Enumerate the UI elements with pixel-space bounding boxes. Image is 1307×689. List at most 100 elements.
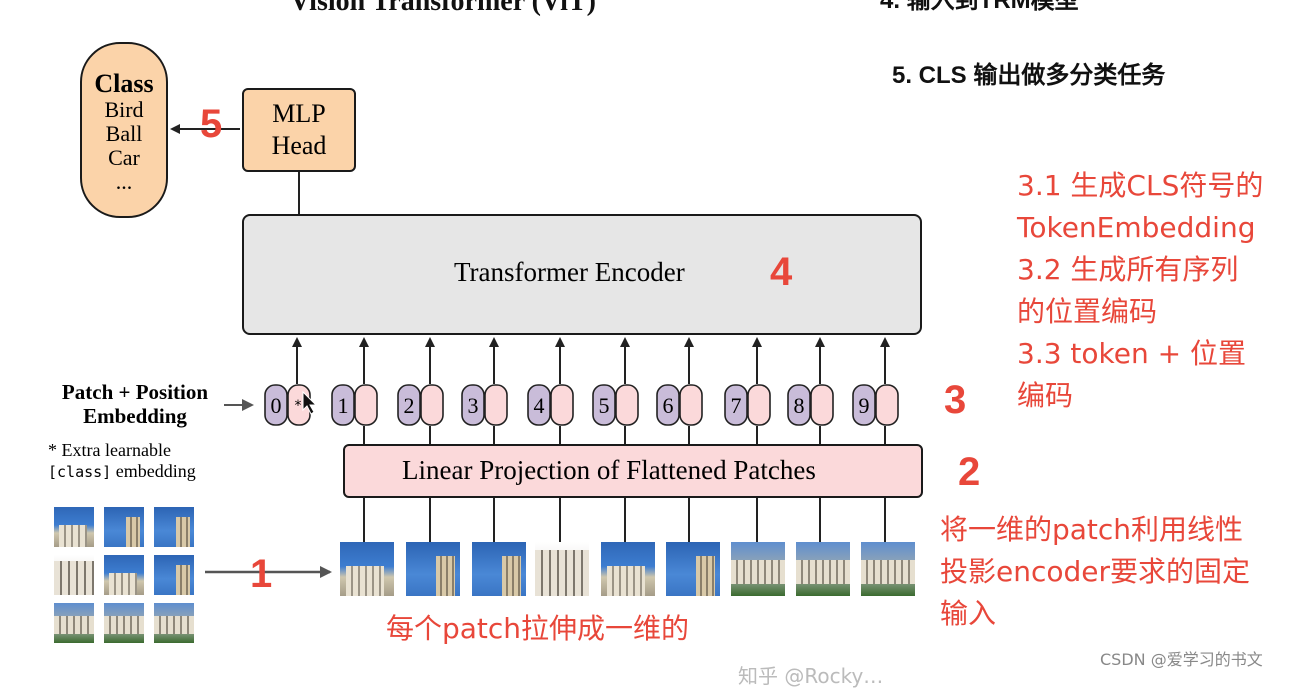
position-embedding-token <box>461 384 485 426</box>
token-index-label: 3 <box>468 393 479 418</box>
patch-thumb <box>54 603 94 643</box>
patch-thumb <box>104 603 144 643</box>
patch-embedding-token <box>550 384 574 426</box>
position-embedding-token <box>331 384 355 426</box>
patch-embedding-token <box>747 384 771 426</box>
step4-note: 4. 输入到TRM模型 <box>880 0 1079 14</box>
red-note-line: 3.3 token + 位置 <box>1017 337 1246 370</box>
patch-flat <box>535 542 589 596</box>
transformer-encoder-label: Transformer Encoder <box>454 257 685 287</box>
red-note-line: 投影encoder要求的固定 <box>940 555 1251 588</box>
red-note-line: 编码 <box>1017 379 1074 412</box>
patch-thumb <box>54 555 94 595</box>
step-4-number: 4 <box>770 250 793 294</box>
class-item: Bird <box>104 97 144 122</box>
position-embedding-token <box>527 384 551 426</box>
token-pair: 8 <box>787 384 834 426</box>
class-output-box: Class Bird Ball Car ... <box>80 42 168 218</box>
patch-flat <box>472 542 526 596</box>
patch-embedding-token <box>354 384 378 426</box>
linear-projection-box <box>343 444 923 498</box>
step-2-number: 2 <box>958 450 981 494</box>
extra-note-line2: [class] embedding <box>48 461 196 483</box>
red-note-line: 3.2 生成所有序列 <box>1017 253 1239 286</box>
patch-embedding-token <box>484 384 508 426</box>
token-index-label: 1 <box>338 393 349 418</box>
patch-embedding-token <box>875 384 899 426</box>
class-item: ... <box>115 169 133 194</box>
position-embedding-token <box>852 384 876 426</box>
token-index-label: 9 <box>859 393 870 418</box>
patch-embedding-token <box>420 384 444 426</box>
class-item: Ball <box>105 121 143 146</box>
red-note-line: 将一维的patch利用线性 <box>940 513 1244 546</box>
patch-thumb <box>104 507 144 547</box>
position-embedding-token <box>397 384 421 426</box>
class-code: [class] <box>48 463 112 481</box>
token-pair: 3 <box>461 384 508 426</box>
step5-note: 5. CLS 输出做多分类任务 <box>892 62 1166 89</box>
token-index-label: 2 <box>404 393 415 418</box>
red-note-line: 3.1 生成CLS符号的 <box>1017 169 1264 202</box>
patch-thumb <box>54 507 94 547</box>
token-pair: 7 <box>724 384 771 426</box>
watermark: CSDN @爱学习的书文 <box>1100 650 1263 669</box>
red-note-tokens: 3.1 生成CLS符号的 TokenEmbedding 3.2 生成所有序列 的… <box>1017 165 1263 417</box>
red-note-line: 输入 <box>940 597 997 630</box>
pe-line1: Patch + Position <box>61 380 209 404</box>
red-note-flatten: 每个patch拉伸成一维的 <box>386 612 690 645</box>
patch-flat <box>601 542 655 596</box>
patch-embedding-token <box>679 384 703 426</box>
token-index-label: 7 <box>731 393 742 418</box>
position-embedding-token <box>724 384 748 426</box>
transformer-encoder-box <box>242 214 922 335</box>
patch-flat <box>666 542 720 596</box>
patch-thumb <box>154 555 194 595</box>
step-5-number: 5 <box>200 102 223 146</box>
patch-position-embedding-label: Patch + Position Embedding <box>30 380 240 428</box>
patch-flat <box>731 542 785 596</box>
position-embedding-token <box>656 384 680 426</box>
patch-thumb <box>104 555 144 595</box>
mlp-head-line1: MLP <box>272 99 326 128</box>
class-item: Car <box>108 145 140 170</box>
token-pair: 6 <box>656 384 703 426</box>
token-pair: 9 <box>852 384 899 426</box>
red-note-projection: 将一维的patch利用线性 投影encoder要求的固定 输入 <box>940 509 1250 635</box>
mlp-head-box: MLP Head <box>242 88 356 172</box>
class-title: Class <box>94 69 154 98</box>
token-index-label: 5 <box>599 393 610 418</box>
patch-thumb <box>154 603 194 643</box>
patch-flat <box>861 542 915 596</box>
token-pair: 5 <box>592 384 639 426</box>
step-1-number: 1 <box>250 552 273 596</box>
patch-flat <box>340 542 394 596</box>
step-3-number: 3 <box>944 378 967 422</box>
token-index-label: 0 <box>271 393 282 418</box>
cls-star: * <box>295 398 302 414</box>
extra-learnable-note: * Extra learnable [class] embedding <box>48 440 196 483</box>
extra-note-suffix: embedding <box>111 461 196 481</box>
patch-embedding-token <box>615 384 639 426</box>
position-embedding-token <box>787 384 811 426</box>
token-index-label: 4 <box>534 393 545 418</box>
token-pair: 0* <box>264 384 318 426</box>
token-pair: 2 <box>397 384 444 426</box>
token-pair: 1 <box>331 384 378 426</box>
patch-embedding-token <box>810 384 834 426</box>
position-embedding-token <box>264 384 288 426</box>
diagram-title: Vision Transformer (ViT) <box>290 0 596 17</box>
patch-flat <box>796 542 850 596</box>
red-note-line: TokenEmbedding <box>1017 211 1256 244</box>
linear-projection-label: Linear Projection of Flattened Patches <box>402 455 816 485</box>
pe-line2: Embedding <box>83 404 187 428</box>
token-pair: 4 <box>527 384 574 426</box>
patch-thumb <box>154 507 194 547</box>
cursor-icon <box>302 390 318 415</box>
patch-flat <box>406 542 460 596</box>
token-index-label: 6 <box>663 393 674 418</box>
extra-note-line1: * Extra learnable <box>48 440 171 460</box>
red-note-line: 的位置编码 <box>1017 295 1158 328</box>
position-embedding-token <box>592 384 616 426</box>
